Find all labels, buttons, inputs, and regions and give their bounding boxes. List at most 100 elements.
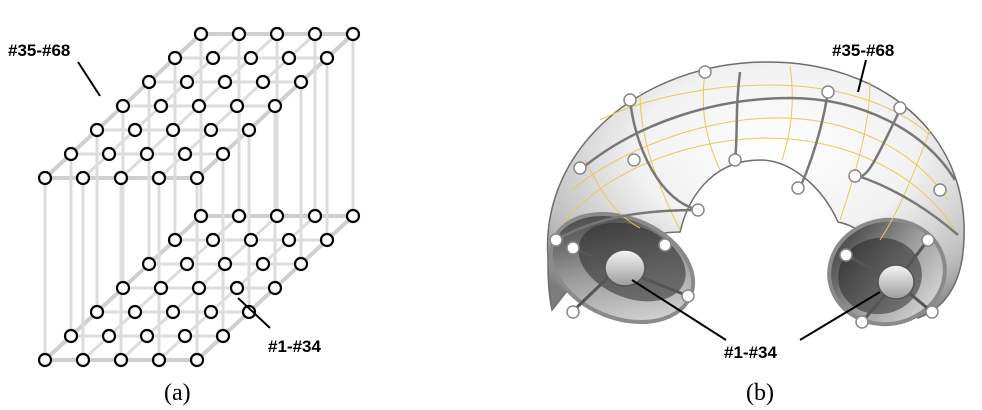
lattice-node-top xyxy=(193,26,209,42)
lattice-node-bottom xyxy=(63,328,79,344)
label-upper-nodes-a: #35-#68 xyxy=(8,41,70,60)
lattice-node-top xyxy=(37,170,53,186)
lattice-node-top xyxy=(177,146,193,162)
lattice-node-bottom xyxy=(203,304,219,320)
lattice-node-top xyxy=(167,50,183,66)
lattice-node-top xyxy=(203,122,219,138)
lattice-node-bottom xyxy=(345,208,361,224)
lattice-node-bottom xyxy=(215,328,231,344)
lattice-node-top xyxy=(113,170,129,186)
torus-node xyxy=(681,289,695,303)
label-lower-nodes-b: #1-#34 xyxy=(724,343,777,362)
lattice-node-top xyxy=(205,50,221,66)
torus-seam-lines xyxy=(555,71,959,242)
lattice-node-bottom xyxy=(141,256,157,272)
left-hub-group xyxy=(570,243,689,314)
lattice-diagram: #35-#68 #1-#34 (a) xyxy=(8,26,361,406)
torus-nodes xyxy=(549,65,947,329)
lattice-nodes xyxy=(37,26,361,368)
torus-node xyxy=(791,181,805,195)
lattice-node-top xyxy=(241,122,257,138)
torus-node xyxy=(627,153,641,167)
torus-node xyxy=(921,233,935,247)
leader-line-top-a xyxy=(77,61,101,97)
torus-node xyxy=(933,183,947,197)
lattice-node-bottom xyxy=(189,352,205,368)
lattice-node-top xyxy=(269,26,285,42)
torus-node xyxy=(549,233,563,247)
torus-node xyxy=(839,248,853,262)
lattice-node-bottom xyxy=(113,352,129,368)
torus-node xyxy=(855,315,869,329)
lattice-node-bottom xyxy=(127,304,143,320)
leader-line-bottom-a xyxy=(237,297,271,329)
lattice-node-top xyxy=(293,74,309,90)
lattice-node-bottom xyxy=(151,352,167,368)
lattice-node-top xyxy=(101,146,117,162)
lattice-node-top xyxy=(165,122,181,138)
lattice-node-bottom xyxy=(281,232,297,248)
lattice-node-top xyxy=(217,74,233,90)
lattice-node-bottom xyxy=(319,232,335,248)
right-hub-group xyxy=(845,239,933,323)
lattice-node-bottom xyxy=(293,256,309,272)
lattice-node-top xyxy=(189,170,205,186)
lattice-node-bottom xyxy=(217,256,233,272)
lattice-node-bottom xyxy=(75,352,91,368)
lattice-node-bottom xyxy=(115,280,131,296)
lattice-node-bottom xyxy=(101,328,117,344)
torus-node xyxy=(821,85,835,99)
lattice-node-top xyxy=(151,170,167,186)
lattice-node-top xyxy=(345,26,361,42)
lattice-node-top xyxy=(307,26,323,42)
lattice-node-bottom xyxy=(193,208,209,224)
lattice-node-top xyxy=(255,74,271,90)
lattice-node-bottom xyxy=(179,256,195,272)
lattice-node-top xyxy=(191,98,207,114)
lattice-node-top xyxy=(115,98,131,114)
torus-node xyxy=(698,65,712,79)
torus-node xyxy=(728,153,742,167)
lattice-node-bottom xyxy=(241,304,257,320)
lattice-node-bottom xyxy=(267,280,283,296)
lattice-node-top xyxy=(281,50,297,66)
lattice-node-top xyxy=(89,122,105,138)
right-hub xyxy=(877,264,915,300)
lattice-node-top xyxy=(267,98,283,114)
lattice-node-bottom xyxy=(177,328,193,344)
lattice-node-bottom xyxy=(229,280,245,296)
torus-node xyxy=(848,169,862,183)
torus-node xyxy=(566,241,580,255)
lattice-node-bottom xyxy=(269,208,285,224)
caption-a: (a) xyxy=(164,380,191,406)
torus-diagram: #35-#68 #1-#34 (b) xyxy=(546,41,965,406)
left-hub xyxy=(604,249,646,287)
leader-line-top-b xyxy=(857,59,867,93)
lattice-node-bottom xyxy=(307,208,323,224)
lattice-node-top xyxy=(139,146,155,162)
torus-node xyxy=(566,305,580,319)
lattice-node-top xyxy=(215,146,231,162)
lattice-node-bottom xyxy=(37,352,53,368)
lattice-node-bottom xyxy=(191,280,207,296)
leader-line-left-hub xyxy=(631,279,727,341)
lattice-node-top xyxy=(243,50,259,66)
torus-node xyxy=(893,101,907,115)
lattice-node-bottom xyxy=(255,256,271,272)
lattice-node-bottom xyxy=(165,304,181,320)
leader-line-right-hub xyxy=(799,291,881,341)
torus-node xyxy=(573,161,587,175)
lattice-node-bottom xyxy=(205,232,221,248)
lattice-node-top xyxy=(63,146,79,162)
lattice-node-top xyxy=(141,74,157,90)
torus-node xyxy=(623,93,637,107)
label-upper-nodes-b: #35-#68 xyxy=(832,41,894,60)
lattice-node-top xyxy=(319,50,335,66)
lattice-node-top xyxy=(153,98,169,114)
lattice-node-top xyxy=(127,122,143,138)
lattice-node-top xyxy=(179,74,195,90)
caption-b: (b) xyxy=(746,380,774,406)
lattice-node-bottom xyxy=(153,280,169,296)
torus-mesh-lines xyxy=(561,65,956,241)
lattice-node-top xyxy=(231,26,247,42)
